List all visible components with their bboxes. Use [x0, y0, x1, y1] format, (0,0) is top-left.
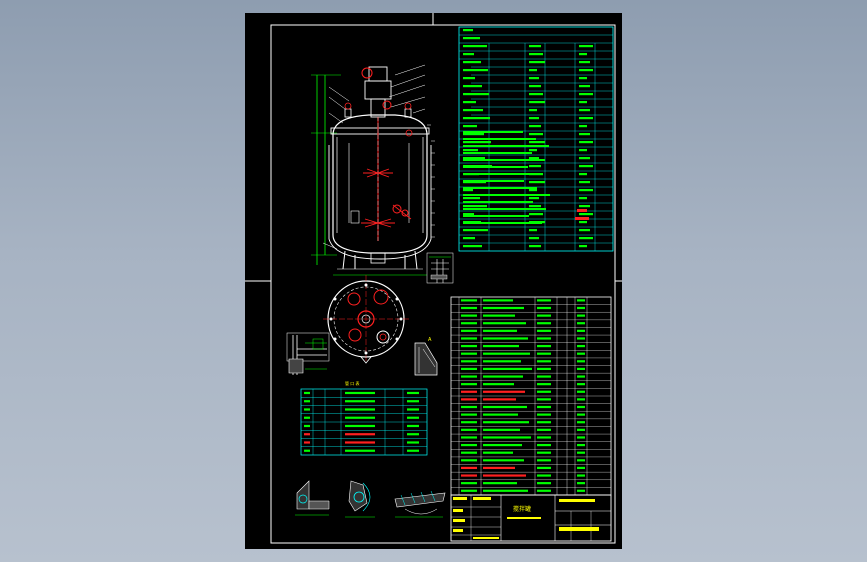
- svg-text:A: A: [428, 337, 432, 343]
- detail-view-left: [286, 332, 330, 375]
- parts-list: [450, 296, 612, 496]
- drawing-canvas: A 管 口 表: [245, 13, 622, 544]
- drawing-frame: [270, 24, 616, 544]
- vessel-elevation-view: [311, 64, 435, 276]
- nozzle-table: [300, 388, 428, 456]
- detail-view-right: A: [414, 337, 438, 376]
- title-block: 搅拌罐: [450, 494, 612, 542]
- vessel-plan-view: [323, 275, 409, 364]
- nozzle-table-caption: 管 口 表: [345, 380, 360, 386]
- drawing-sheet[interactable]: A 管 口 表: [245, 13, 622, 549]
- drawing-title: 搅拌罐: [513, 505, 531, 513]
- weld-details: [295, 480, 446, 518]
- technical-data-table: [458, 26, 614, 252]
- detail-view-nozzle: [426, 252, 454, 284]
